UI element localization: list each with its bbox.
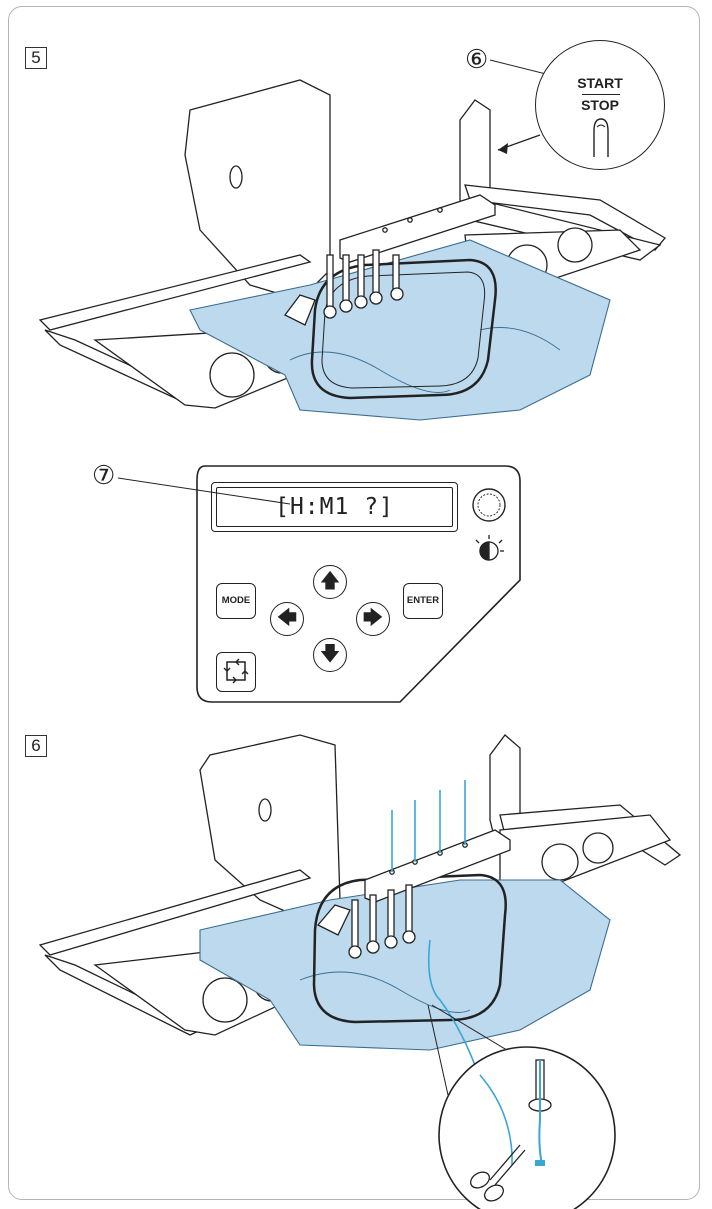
needle-bar-top bbox=[284, 194, 496, 326]
start-stop-button[interactable]: START STOP bbox=[535, 40, 665, 170]
detail-zoom-circle bbox=[438, 1046, 616, 1209]
fabric-top bbox=[189, 239, 611, 421]
stop-label: STOP bbox=[581, 97, 619, 113]
trace-button[interactable] bbox=[216, 652, 256, 692]
finger-press-icon bbox=[593, 118, 609, 157]
right-arrow-button[interactable]: 🡆 bbox=[356, 602, 390, 636]
arrow-left-icon: 🡄 bbox=[276, 607, 298, 629]
fabric-bottom bbox=[199, 879, 611, 1051]
callout-6: ⑥ bbox=[465, 44, 489, 74]
step-6-marker: 6 bbox=[25, 735, 47, 757]
start-label: START bbox=[577, 75, 623, 91]
page-frame bbox=[8, 6, 700, 1200]
down-arrow-button[interactable]: 🡇 bbox=[313, 638, 347, 672]
callout-7: ⑦ bbox=[92, 460, 116, 490]
needle-bar-bottom bbox=[316, 829, 511, 959]
step-5-marker: 5 bbox=[25, 47, 47, 69]
left-arrow-button[interactable]: 🡄 bbox=[270, 602, 304, 636]
scissors-icon bbox=[470, 1144, 526, 1202]
start-stop-divider bbox=[582, 94, 620, 95]
hoop-bottom bbox=[312, 873, 507, 1024]
trace-frame-icon bbox=[223, 658, 249, 684]
enter-button[interactable]: ENTER bbox=[403, 583, 443, 619]
lcd-display-text: [H:M1 ?] bbox=[216, 487, 453, 527]
mode-button[interactable]: MODE bbox=[216, 583, 256, 619]
arrow-down-icon: 🡇 bbox=[319, 643, 341, 665]
contrast-icon bbox=[475, 535, 504, 561]
lcd-display: [H:M1 ?] bbox=[211, 482, 458, 532]
up-arrow-button[interactable]: 🡅 bbox=[313, 565, 347, 599]
arrow-right-icon: 🡆 bbox=[362, 607, 384, 629]
arrow-up-icon: 🡅 bbox=[319, 570, 341, 592]
control-panel-outline bbox=[196, 465, 521, 703]
